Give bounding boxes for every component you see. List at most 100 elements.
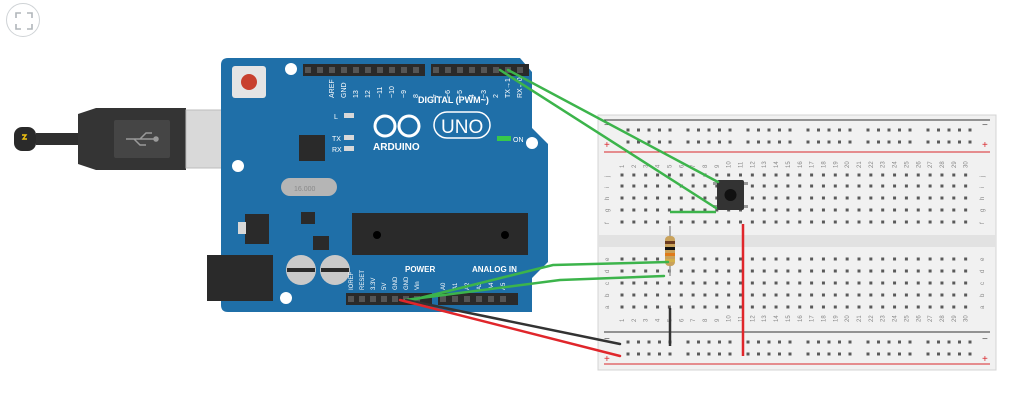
breadboard-hole[interactable]	[656, 173, 660, 177]
digital-pin-hole[interactable]	[329, 67, 335, 73]
breadboard-hole[interactable]	[774, 269, 778, 273]
breadboard-hole[interactable]	[750, 305, 754, 309]
breadboard-hole[interactable]	[904, 281, 908, 285]
power-pin-hole[interactable]	[500, 296, 506, 302]
breadboard-hole[interactable]	[821, 220, 825, 224]
rail-hole[interactable]	[848, 352, 852, 356]
breadboard-hole[interactable]	[750, 173, 754, 177]
breadboard-hole[interactable]	[810, 208, 814, 212]
breadboard-hole[interactable]	[703, 184, 707, 188]
rail-hole[interactable]	[806, 352, 810, 356]
breadboard-hole[interactable]	[821, 208, 825, 212]
digital-pin-hole[interactable]	[389, 67, 395, 73]
rail-hole[interactable]	[866, 140, 870, 144]
rail-hole[interactable]	[908, 128, 912, 132]
breadboard-hole[interactable]	[679, 293, 683, 297]
breadboard-hole[interactable]	[750, 257, 754, 261]
rail-hole[interactable]	[908, 340, 912, 344]
breadboard-hole[interactable]	[679, 220, 683, 224]
breadboard-hole[interactable]	[881, 220, 885, 224]
power-pin-hole[interactable]	[392, 296, 398, 302]
breadboard-hole[interactable]	[644, 257, 648, 261]
breadboard-hole[interactable]	[940, 208, 944, 212]
breadboard-hole[interactable]	[810, 269, 814, 273]
rail-hole[interactable]	[968, 340, 972, 344]
breadboard-hole[interactable]	[739, 305, 742, 309]
digital-pin-hole[interactable]	[481, 67, 487, 73]
breadboard-hole[interactable]	[644, 184, 648, 188]
rail-hole[interactable]	[838, 140, 841, 144]
breadboard-hole[interactable]	[881, 184, 885, 188]
breadboard-hole[interactable]	[869, 220, 873, 224]
breadboard-hole[interactable]	[774, 281, 778, 285]
rail-hole[interactable]	[637, 140, 640, 144]
breadboard-hole[interactable]	[667, 220, 671, 224]
breadboard-hole[interactable]	[715, 173, 719, 177]
rail-hole[interactable]	[788, 352, 792, 356]
breadboard-hole[interactable]	[798, 208, 802, 212]
digital-pin-hole[interactable]	[493, 67, 499, 73]
wire-5v-to-rail[interactable]	[398, 298, 622, 358]
breadboard-hole[interactable]	[964, 293, 968, 297]
breadboard-hole[interactable]	[964, 184, 968, 188]
breadboard-hole[interactable]	[739, 269, 742, 273]
breadboard-hole[interactable]	[786, 269, 790, 273]
rail-hole[interactable]	[697, 140, 700, 144]
breadboard-hole[interactable]	[904, 257, 908, 261]
rail-hole[interactable]	[746, 140, 750, 144]
breadboard-hole[interactable]	[703, 281, 707, 285]
breadboard-hole[interactable]	[928, 281, 932, 285]
breadboard-hole[interactable]	[916, 293, 920, 297]
breadboard-hole[interactable]	[916, 220, 920, 224]
breadboard-hole[interactable]	[952, 184, 956, 188]
rail-hole[interactable]	[707, 128, 711, 132]
rail-hole[interactable]	[728, 340, 732, 344]
rail-hole[interactable]	[718, 352, 721, 356]
breadboard-hole[interactable]	[940, 220, 944, 224]
breadboard-hole[interactable]	[881, 293, 885, 297]
breadboard-hole[interactable]	[632, 208, 636, 212]
rail-hole[interactable]	[746, 128, 750, 132]
breadboard-hole[interactable]	[786, 196, 790, 200]
rail-hole[interactable]	[817, 352, 820, 356]
breadboard-hole[interactable]	[644, 305, 648, 309]
breadboard-hole[interactable]	[928, 257, 932, 261]
wire-pin3-to-button[interactable]	[498, 68, 718, 210]
breadboard-hole[interactable]	[703, 269, 707, 273]
breadboard-hole[interactable]	[881, 281, 885, 285]
breadboard-hole[interactable]	[632, 220, 636, 224]
breadboard-hole[interactable]	[893, 196, 897, 200]
breadboard-hole[interactable]	[904, 208, 908, 212]
breadboard-hole[interactable]	[904, 269, 908, 273]
breadboard-hole[interactable]	[940, 173, 944, 177]
rail-hole[interactable]	[686, 140, 690, 144]
breadboard-hole[interactable]	[798, 220, 802, 224]
breadboard-hole[interactable]	[928, 184, 932, 188]
breadboard-hole[interactable]	[786, 281, 790, 285]
rail-hole[interactable]	[848, 128, 852, 132]
breadboard-hole[interactable]	[940, 293, 944, 297]
rail-hole[interactable]	[838, 128, 841, 132]
rail-hole[interactable]	[887, 140, 891, 144]
breadboard-hole[interactable]	[727, 220, 731, 224]
breadboard-hole[interactable]	[833, 293, 837, 297]
breadboard-hole[interactable]	[916, 208, 920, 212]
breadboard-hole[interactable]	[656, 281, 660, 285]
breadboard-hole[interactable]	[703, 220, 707, 224]
rail-hole[interactable]	[746, 340, 750, 344]
rail-hole[interactable]	[827, 140, 831, 144]
breadboard-hole[interactable]	[620, 257, 624, 261]
breadboard-hole[interactable]	[632, 184, 636, 188]
breadboard-hole[interactable]	[940, 281, 944, 285]
breadboard-hole[interactable]	[857, 173, 861, 177]
rail-hole[interactable]	[947, 352, 951, 356]
rail-hole[interactable]	[838, 340, 841, 344]
breadboard-hole[interactable]	[667, 196, 671, 200]
breadboard-hole[interactable]	[750, 208, 754, 212]
breadboard-hole[interactable]	[833, 257, 837, 261]
rail-hole[interactable]	[778, 128, 781, 132]
breadboard-hole[interactable]	[762, 305, 766, 309]
breadboard-hole[interactable]	[810, 293, 814, 297]
breadboard-hole[interactable]	[833, 305, 837, 309]
rail-hole[interactable]	[898, 352, 901, 356]
